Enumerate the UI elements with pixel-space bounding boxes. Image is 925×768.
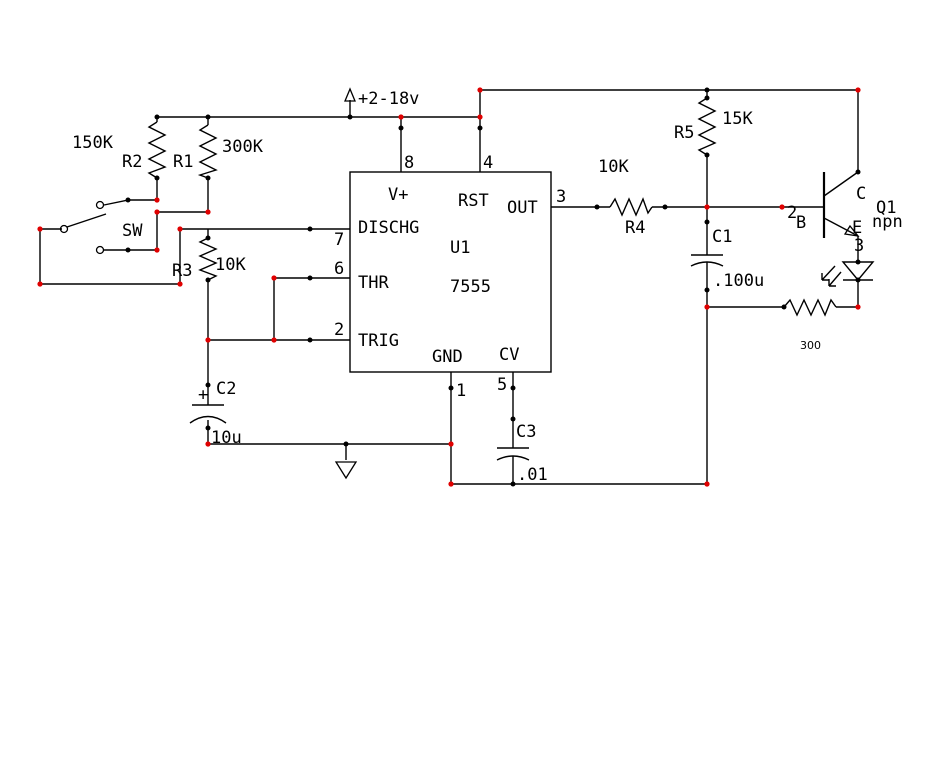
pin-dischg-number: 7 (334, 230, 344, 250)
resistor-r2: 150K R2 (72, 121, 167, 179)
led (821, 261, 875, 287)
r5-reference: R5 (674, 123, 694, 143)
ground-icon (334, 461, 358, 480)
r5-value: 15K (722, 109, 753, 129)
resistor-r1: 300K R1 (173, 124, 264, 179)
led-light-arrow-icon (821, 265, 836, 281)
q1-pin-e-number: 3 (854, 236, 864, 256)
c1-reference: C1 (712, 227, 732, 247)
pin-out-number: 3 (556, 187, 566, 207)
emitter-arrow-icon (843, 224, 860, 237)
r3-reference: R3 (172, 261, 192, 281)
transistor-q1: C Q1 npn 2 B E 3 (782, 171, 903, 256)
sw-reference: SW (122, 221, 143, 241)
c3-value: .01 (517, 465, 548, 485)
resistor-r5: 15K R5 (674, 97, 753, 156)
pin-vplus-name: V+ (388, 185, 408, 205)
pin-rst-number: 4 (483, 153, 493, 173)
ic-part-number: 7555 (450, 277, 491, 297)
capacitor-c2: + C2 10u (189, 379, 242, 448)
r1-reference: R1 (173, 152, 193, 172)
r2-value: 150K (72, 133, 114, 153)
pin-cv-name: CV (499, 345, 519, 365)
q1-type: npn (872, 212, 903, 232)
q1-reference: Q1 (876, 198, 896, 218)
pin-cv-number: 5 (497, 375, 507, 395)
r1-value: 300K (222, 137, 264, 157)
pin-thr-name: THR (358, 273, 389, 293)
junction-dots (125, 87, 861, 487)
resistor-300: 300 (783, 298, 837, 352)
ic-body (349, 171, 552, 373)
r3-value: 10K (215, 255, 246, 275)
q1-pin-e: E (852, 218, 862, 238)
pin-thr-number: 6 (334, 259, 344, 279)
c1-value: .100u (713, 271, 764, 291)
capacitor-c3: C3 .01 (496, 422, 548, 485)
pin-gnd-name: GND (432, 347, 463, 367)
pin-out-name: OUT (507, 198, 538, 218)
pin-dischg-name: DISCHG (358, 218, 419, 238)
resistor-r3: 10K R3 (172, 237, 246, 281)
r4-reference: R4 (625, 218, 645, 238)
ic-7555: V+ 8 RST 4 OUT 3 DISCHG 7 U1 THR 6 7555 … (334, 153, 566, 401)
pin-gnd-number: 1 (456, 381, 466, 401)
capacitor-c1: C1 .100u (690, 227, 764, 291)
c2-reference: C2 (216, 379, 236, 399)
supply-symbol: +2-18v (344, 87, 419, 109)
ic-reference: U1 (450, 238, 470, 258)
c2-value: 10u (211, 428, 242, 448)
pin-rst-name: RST (458, 191, 489, 211)
pin-vplus-number: 8 (404, 153, 414, 173)
c2-polarity: + (198, 385, 208, 405)
q1-pin-c: C (856, 184, 866, 204)
q1-pin-b-number: 2 (787, 203, 797, 223)
switch-sw: SW (59, 199, 143, 255)
r4-value: 10K (598, 157, 629, 177)
pin-trig-name: TRIG (358, 331, 399, 351)
resistor-r4: 10K R4 (598, 157, 653, 238)
r2-reference: R2 (122, 152, 142, 172)
q1-pin-b: B (796, 213, 806, 233)
supply-label: +2-18v (358, 89, 419, 109)
led-light-arrow-icon-2 (828, 271, 842, 287)
c3-reference: C3 (516, 422, 536, 442)
supply-arrow-icon (344, 87, 356, 102)
node-markers (37, 87, 861, 487)
led-icon (841, 261, 875, 282)
pin-trig-number: 2 (334, 320, 344, 340)
r6-value: 300 (800, 339, 821, 352)
